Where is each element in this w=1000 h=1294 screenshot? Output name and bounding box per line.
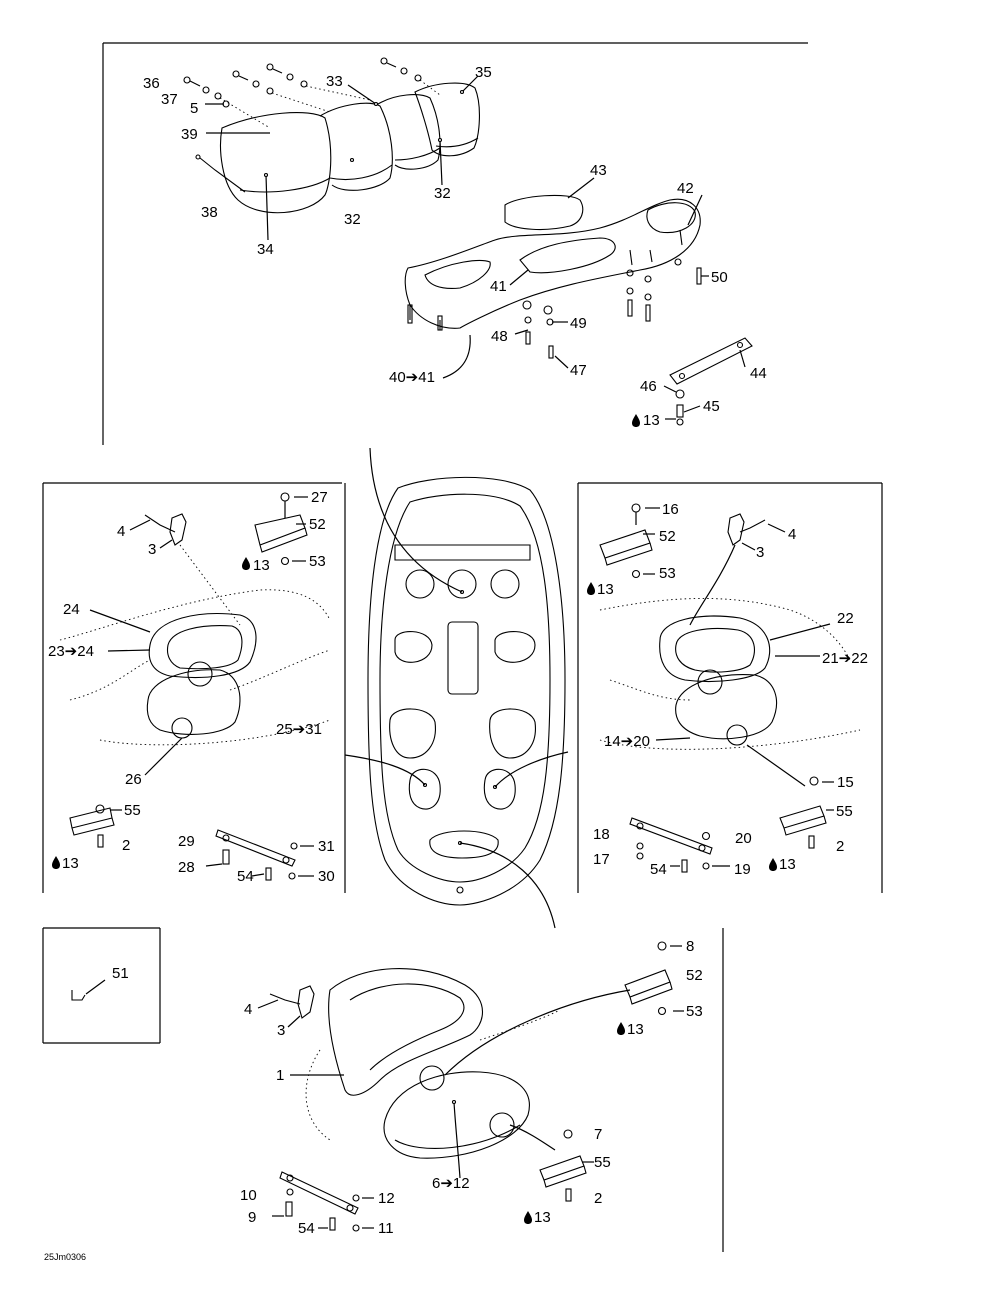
callout-label: 13 [534,1209,551,1226]
oil-drop-icon [242,557,250,570]
callout-label: 53 [309,553,326,570]
callout-label: 47 [570,362,587,379]
callout-label: 6➔12 [432,1175,470,1192]
top-seat-assembly [183,57,480,241]
callout-label: 5 [190,100,198,117]
callout-label: 52 [659,528,676,545]
callout-label: 13 [62,855,79,872]
callout-label: 17 [593,851,610,868]
callout-label: 4 [117,523,125,540]
callout-label: 30 [318,868,335,885]
callout-label: 13 [253,557,270,574]
callout-label: 53 [686,1003,703,1020]
callout-label: 27 [311,489,328,506]
callout-label: 7 [594,1126,602,1143]
bottom-seat-assembly [257,941,684,1232]
oil-drop-icon [617,1022,625,1035]
callout-label: 29 [178,833,195,850]
callout-label: 36 [143,75,160,92]
callout-label: 2 [122,837,130,854]
callout-label: 41 [490,278,507,295]
callout-label: 28 [178,859,195,876]
callout-label: 54 [650,861,667,878]
callout-label: 24 [63,601,80,618]
hull-top-view [344,447,569,929]
callout-label: 15 [837,774,854,791]
callout-label: 22 [837,610,854,627]
left-panel-assembly [59,492,331,881]
callout-label: 34 [257,241,274,258]
callout-label: 23➔24 [48,643,94,660]
callout-label: 3 [277,1022,285,1039]
callout-label: 40➔41 [389,369,435,386]
callout-label: 31 [318,838,335,855]
callout-label: 35 [475,64,492,81]
callout-label: 2 [594,1190,602,1207]
callout-label: 51 [112,965,129,982]
callout-label: 3 [148,541,156,558]
callout-label: 3 [756,544,764,561]
callout-label: 2 [836,838,844,855]
callout-label: 46 [640,378,657,395]
callout-label: 49 [570,315,587,332]
callout-label: 55 [836,803,853,820]
panel-51 [71,979,106,1001]
callout-label: 11 [378,1220,394,1237]
callout-label: 13 [627,1021,644,1038]
callout-label: 18 [593,826,610,843]
oil-drop-icon [632,414,640,427]
callout-label: 32 [434,185,451,202]
callout-label: 12 [378,1190,395,1207]
callout-label: 48 [491,328,508,345]
callout-label: 1 [276,1067,284,1084]
panel-frames [42,42,883,1252]
callout-label: 54 [237,868,254,885]
callout-label: 43 [590,162,607,179]
oil-drop-icon [587,582,595,595]
callout-label: 14➔20 [604,733,650,750]
oil-drop-icons [52,414,777,1224]
oil-drop-icon [52,856,60,869]
callout-label: 53 [659,565,676,582]
callout-label: 9 [248,1209,256,1226]
callout-label: 45 [703,398,720,415]
oil-drop-icon [524,1211,532,1224]
callout-labels: 36 37 5 39 38 34 32 33 32 35 43 42 41 50… [44,64,868,1262]
callout-label: 13 [779,856,796,873]
callout-label: 8 [686,938,694,955]
callout-label: 21➔22 [822,650,868,667]
callout-label: 19 [734,861,751,878]
seat-base-assembly [404,177,753,426]
callout-label: 4 [788,526,796,543]
callout-label: 26 [125,771,142,788]
callout-label: 55 [594,1154,611,1171]
callout-label: 20 [735,830,752,847]
callout-label: 38 [201,204,218,221]
callout-label: 50 [711,269,728,286]
callout-label: 33 [326,73,343,90]
callout-label: 25➔31 [276,721,322,738]
callout-label: 10 [240,1187,257,1204]
callout-label: 16 [662,501,679,518]
callout-label: 13 [643,412,660,429]
callout-label: 13 [597,581,614,598]
callout-label: 39 [181,126,198,143]
callout-label: 55 [124,802,141,819]
callout-label: 52 [309,516,326,533]
callout-label: 42 [677,180,694,197]
callout-label: 32 [344,211,361,228]
callout-label: 4 [244,1001,252,1018]
callout-label: 37 [161,91,178,108]
callout-label: 52 [686,967,703,984]
drawing-code: 25Jm0306 [44,1252,86,1262]
right-panel-assembly [599,503,861,873]
callout-label: 44 [750,365,767,382]
callout-label: 54 [298,1220,315,1237]
oil-drop-icon [769,858,777,871]
